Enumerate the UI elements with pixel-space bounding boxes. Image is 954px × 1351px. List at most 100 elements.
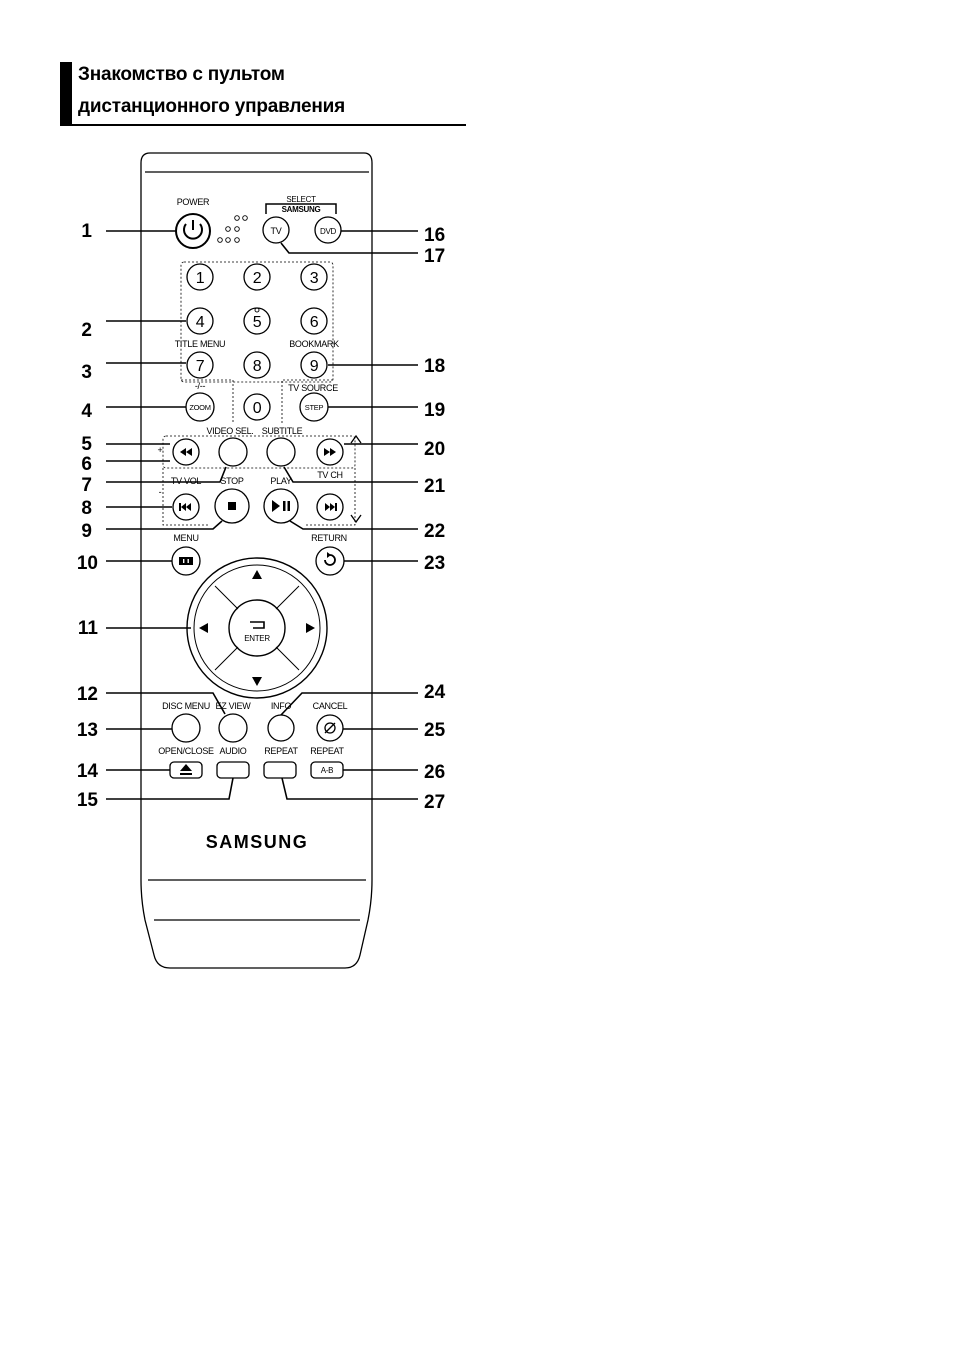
title-menu-label: TITLE MENU	[175, 339, 226, 349]
nav-up-icon	[252, 570, 262, 579]
cancel-icon	[324, 722, 336, 734]
audio-label: AUDIO	[219, 746, 246, 756]
subtitle-button[interactable]	[266, 437, 296, 467]
numpad-frame	[180, 261, 334, 383]
ch-frame	[305, 468, 356, 526]
return-button[interactable]	[315, 546, 345, 576]
callout-4: 4	[81, 401, 92, 422]
info-button[interactable]	[267, 714, 295, 742]
return-icon	[324, 554, 336, 566]
digit-9-label: 9	[310, 358, 319, 375]
nav-ring-dividers	[214, 585, 300, 671]
callout-20: 20	[424, 439, 445, 460]
callout-17: 17	[424, 246, 445, 267]
callout-5: 5	[81, 434, 92, 455]
callout-3: 3	[81, 362, 92, 383]
video-sel-button[interactable]	[218, 437, 248, 467]
ab-button-label: A-B	[321, 766, 333, 775]
play-icon	[272, 500, 280, 512]
disc-menu-label: DISC MENU	[162, 701, 210, 711]
digit-8-label: 8	[253, 358, 262, 375]
section-header: Знакомство с пультом дистанционного упра…	[60, 62, 466, 126]
section-title-line1: Знакомство с пультом	[78, 64, 285, 85]
stop-button[interactable]	[214, 488, 250, 524]
digit-0-button[interactable]	[243, 393, 271, 421]
dvd-button[interactable]	[314, 216, 342, 244]
power-button[interactable]	[175, 213, 211, 249]
skip-forward-button[interactable]	[316, 493, 344, 521]
callout-26: 26	[424, 762, 445, 783]
play-pause-button[interactable]	[263, 488, 299, 524]
digit-4-button[interactable]	[186, 307, 214, 335]
vol-frame	[162, 468, 208, 526]
callout-23: 23	[424, 553, 445, 574]
zoom-frame	[181, 379, 234, 424]
callout-13: 13	[77, 720, 98, 741]
digit-9-button[interactable]	[300, 351, 328, 379]
repeat-label: REPEAT	[264, 746, 298, 756]
tv-source-label: TV SOURCE	[288, 383, 338, 393]
indicator-dots	[217, 215, 248, 243]
leader-lines	[106, 230, 418, 800]
power-label: POWER	[177, 197, 210, 207]
digit-3-button[interactable]	[300, 263, 328, 291]
repeat-ab-label: REPEAT	[310, 746, 344, 756]
search-forward-button[interactable]	[316, 438, 344, 466]
digit-7-label: 7	[196, 358, 205, 375]
nav-ring-inner	[193, 564, 321, 692]
callout-10: 10	[77, 553, 98, 574]
enter-label: ENTER	[244, 634, 270, 643]
header-bar	[60, 62, 72, 126]
digit-2-label: 2	[253, 270, 262, 287]
search-back-button[interactable]	[172, 438, 200, 466]
bookmark-label: BOOKMARK	[289, 339, 339, 349]
info-label: INFO	[271, 701, 292, 711]
cancel-button[interactable]	[316, 714, 344, 742]
open-close-label: OPEN/CLOSE	[158, 746, 214, 756]
zoom-button-label: ZOOM	[189, 403, 210, 412]
tv-button[interactable]	[262, 216, 290, 244]
tv-button-label: TV	[271, 226, 282, 236]
digit-4-label: 4	[196, 314, 205, 331]
rewind-icon	[180, 448, 192, 456]
disc-menu-button[interactable]	[171, 713, 201, 743]
digit-1-button[interactable]	[186, 263, 214, 291]
repeat-button[interactable]	[263, 761, 297, 779]
audio-button[interactable]	[216, 761, 250, 779]
stop-label: STOP	[220, 476, 243, 486]
digit-8-button[interactable]	[243, 351, 271, 379]
plus-label: +	[158, 445, 163, 455]
skip-back-button[interactable]	[172, 493, 200, 521]
enter-button[interactable]	[228, 599, 286, 657]
callout-2: 2	[81, 320, 92, 341]
ez-view-button[interactable]	[218, 713, 248, 743]
nav-left-icon	[199, 623, 208, 633]
transport-frame	[162, 435, 356, 469]
callout-6: 6	[81, 454, 92, 475]
digit-2-button[interactable]	[243, 263, 271, 291]
power-icon	[183, 223, 203, 240]
skip-back-icon	[179, 503, 191, 511]
subtitle-label: SUBTITLE	[262, 426, 303, 436]
digit-6-button[interactable]	[300, 307, 328, 335]
digit-5-label: 5	[253, 314, 262, 331]
menu-icon	[179, 557, 193, 565]
step-frame	[281, 379, 333, 424]
nav-right-icon	[306, 623, 315, 633]
cancel-label: CANCEL	[313, 701, 348, 711]
digit-6-label: 6	[310, 314, 319, 331]
channel-down-icon	[350, 514, 362, 524]
fast-forward-icon	[324, 448, 336, 456]
button-glyphs	[179, 448, 337, 775]
menu-label: MENU	[173, 533, 198, 543]
play-label: PLAY	[270, 476, 291, 486]
callout-8: 8	[81, 498, 92, 519]
pause-icon-bar2	[287, 501, 290, 511]
callout-11: 11	[78, 618, 99, 639]
callout-24: 24	[424, 682, 446, 703]
enter-icon	[250, 621, 265, 629]
digit-0-label: 0	[253, 400, 262, 417]
callout-18: 18	[424, 356, 445, 377]
digit-7-button[interactable]	[186, 351, 214, 379]
dvd-button-label: DVD	[320, 227, 337, 236]
